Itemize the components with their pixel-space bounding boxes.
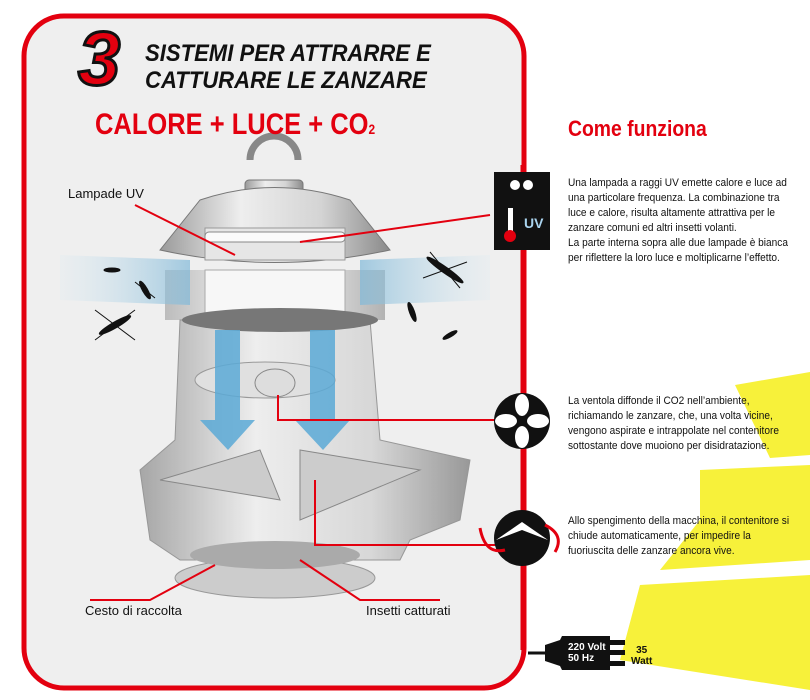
watt-value: 35 [636, 645, 648, 656]
label-lamps: Lampade UV [68, 186, 144, 201]
title-number: 3 [76, 17, 121, 102]
yellow-highlight-shapes [620, 372, 810, 690]
uv-icon-label: UV [524, 215, 544, 231]
plug-specs: 220 Volt 50 Hz [568, 642, 606, 664]
uv-description: Una lampada a raggi UV emette calore e l… [568, 176, 798, 266]
mosquito-icons [94, 251, 468, 341]
voltage: 220 Volt [568, 642, 606, 653]
watt-unit: Watt [631, 656, 653, 667]
label-insects: Insetti catturati [366, 603, 451, 618]
page-title: SISTEMI PER ATTRARRE E CATTURARE LE ZANZ… [145, 40, 431, 94]
subtitle-text: CALORE + LUCE + CO [95, 108, 369, 141]
label-basket: Cesto di raccolta [85, 603, 182, 618]
how-it-works-title: Come funziona [568, 116, 707, 141]
subtitle-subscript: 2 [368, 121, 376, 137]
frequency: 50 Hz [568, 653, 595, 664]
fan-description: La ventola diffonde il CO2 nell’ambiente… [568, 395, 779, 452]
title-line-1: SISTEMI PER ATTRARRE E [145, 40, 431, 67]
auto-close-icon [478, 510, 560, 566]
uv-text-2: La parte interna sopra alle due lampade … [568, 237, 788, 264]
uv-text: Una lampada a raggi UV emette calore e l… [568, 177, 787, 234]
uv-lamp-icon: UV [494, 172, 550, 250]
fan-icon [494, 393, 550, 449]
close-description: Allo spengimento della macchina, il cont… [568, 515, 790, 557]
subtitle: CALORE + LUCE + CO2 [95, 108, 375, 142]
title-line-2: CATTURARE LE ZANZARE [145, 67, 427, 94]
airflow-arrows [60, 255, 490, 450]
power-rating: 35 Watt [631, 645, 652, 667]
power-plug-icon [528, 636, 625, 670]
